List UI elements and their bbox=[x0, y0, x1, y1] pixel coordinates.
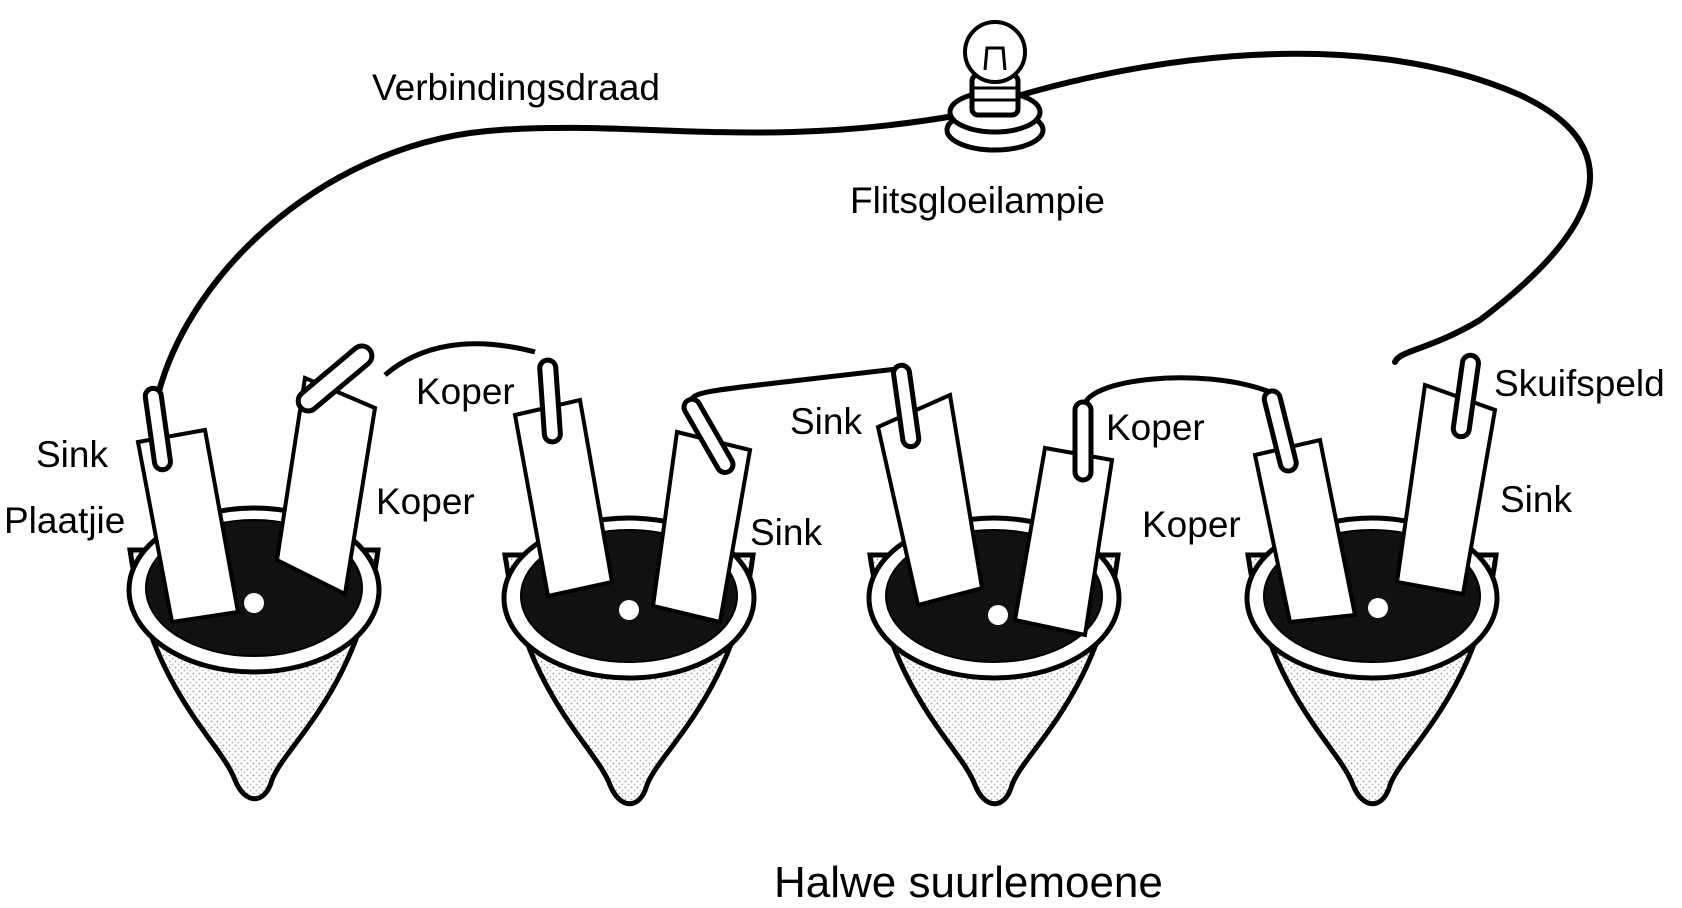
caption: Halwe suurlemoene bbox=[774, 858, 1163, 907]
label-koper-lemon2: Koper bbox=[416, 371, 515, 412]
zinc-plate-1 bbox=[135, 427, 241, 625]
label-koper-lemon4: Koper bbox=[1142, 504, 1241, 545]
copper-plate-1 bbox=[274, 375, 378, 598]
wire-lemon3-lemon4 bbox=[1082, 375, 1271, 409]
label-sink-lemon1: Sink bbox=[36, 434, 108, 475]
label-sink-lemon3: Sink bbox=[790, 401, 862, 442]
flash-bulb-icon bbox=[944, 20, 1046, 153]
connecting-wire bbox=[155, 50, 1593, 398]
label-koper-lemon1: Koper bbox=[376, 481, 475, 522]
label-sink-lemon4: Sink bbox=[1500, 479, 1572, 520]
label-skuifspeld: Skuifspeld bbox=[1494, 363, 1665, 404]
zinc-plate-2 bbox=[650, 429, 753, 625]
label-sink-lemon2: Sink bbox=[750, 512, 822, 553]
lemon-half-4 bbox=[1244, 352, 1500, 807]
lemon-half-2 bbox=[501, 357, 757, 807]
wire-lemon2-lemon3 bbox=[687, 365, 906, 404]
wire-lemon1-lemon2 bbox=[383, 341, 536, 377]
label-koper-lemon3: Koper bbox=[1106, 407, 1205, 448]
lemon-half-3 bbox=[866, 362, 1122, 807]
label-plaatjie: Plaatjie bbox=[4, 500, 125, 541]
wire-label: Verbindingsdraad bbox=[372, 67, 660, 108]
copper-plate-4 bbox=[1252, 437, 1358, 625]
zinc-plate-3 bbox=[875, 392, 985, 608]
lemon-half-1 bbox=[126, 343, 382, 802]
bulb-label: Flitsgloeilampie bbox=[850, 180, 1105, 221]
